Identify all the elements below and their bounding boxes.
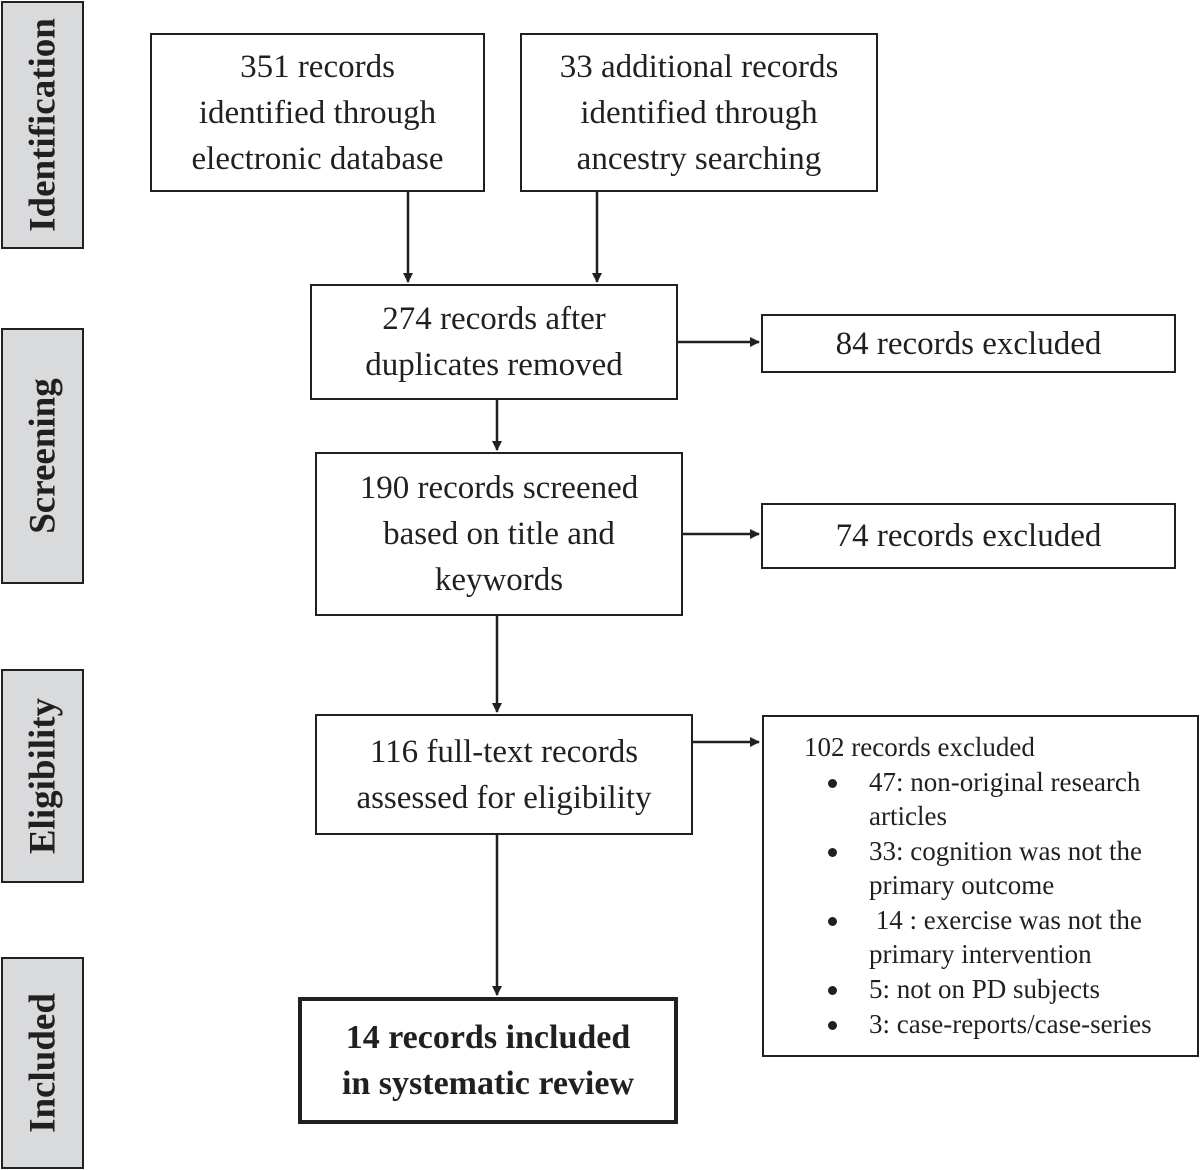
box-excluded-duplicates-text: 84 records excluded — [835, 325, 1102, 362]
list-item: 14 : exercise was not the primary interv… — [764, 903, 1197, 971]
box-eligibility-exclusions: 102 records excluded 47: non-original re… — [762, 715, 1199, 1057]
box-full-text-line-1: 116 full-text records — [369, 733, 639, 770]
bullet-icon — [828, 779, 837, 788]
box-included: 14 records included in systematic review — [298, 997, 678, 1124]
eligibility-exclusions-list: 47: non-original research articles 33: c… — [764, 765, 1197, 1042]
box-included-line-2: in systematic review — [341, 1064, 635, 1102]
list-item: 33: cognition was not the primary outcom… — [764, 834, 1197, 902]
list-item-line: 14 : exercise was not the — [869, 905, 1142, 935]
bullet-icon — [828, 1021, 837, 1030]
box-after-duplicates-line-2: duplicates removed — [365, 347, 623, 383]
eligibility-exclusions-header: 102 records excluded — [804, 732, 1035, 762]
list-item-line: primary outcome — [869, 870, 1055, 900]
box-full-text-line-2: assessed for eligibility — [356, 779, 652, 816]
box-screened-line-1: 190 records screened — [359, 470, 639, 506]
box-after-duplicates-line-1: 274 records after — [382, 301, 606, 337]
box-ancestry-line-1: 33 additional records — [559, 48, 839, 85]
bullet-icon — [828, 917, 837, 926]
list-item: 47: non-original research articles — [764, 765, 1197, 833]
list-item-line: 47: non-original research — [869, 767, 1141, 797]
box-database-line-2: identified through — [198, 94, 437, 131]
list-item: 5: not on PD subjects — [764, 972, 1197, 1006]
box-screened-line-3: keywords — [434, 562, 564, 598]
bullet-icon — [828, 848, 837, 857]
box-ancestry-records: 33 additional records identified through… — [520, 33, 878, 192]
box-screened: 190 records screened based on title and … — [315, 452, 683, 616]
list-item-line: 5: not on PD subjects — [869, 974, 1101, 1004]
box-ancestry-line-3: ancestry searching — [576, 140, 822, 177]
box-full-text: 116 full-text records assessed for eligi… — [315, 714, 693, 835]
box-database-line-3: electronic database — [191, 140, 444, 177]
box-database-records: 351 records identified through electroni… — [150, 33, 485, 192]
box-screened-line-2: based on title and — [383, 516, 615, 552]
phase-eligibility: Eligibility — [1, 669, 84, 883]
phase-screening: Screening — [1, 328, 84, 584]
list-item-line: 3: case-reports/case-series — [869, 1009, 1152, 1039]
box-ancestry-line-2: identified through — [580, 94, 818, 131]
list-item-line: articles — [869, 801, 947, 831]
list-item: 3: case-reports/case-series — [764, 1007, 1197, 1041]
box-after-duplicates: 274 records after duplicates removed — [310, 284, 678, 400]
list-item-line: 33: cognition was not the — [869, 836, 1142, 866]
box-excluded-duplicates: 84 records excluded — [761, 314, 1176, 373]
bullet-icon — [828, 986, 837, 995]
box-database-line-1: 351 records — [240, 48, 395, 85]
list-item-line: primary intervention — [869, 939, 1092, 969]
box-excluded-screening: 74 records excluded — [761, 503, 1176, 569]
phase-identification: Identification — [1, 1, 84, 249]
phase-included: Included — [1, 957, 84, 1169]
box-included-line-1: 14 records included — [345, 1018, 631, 1056]
box-excluded-screening-text: 74 records excluded — [835, 518, 1102, 554]
